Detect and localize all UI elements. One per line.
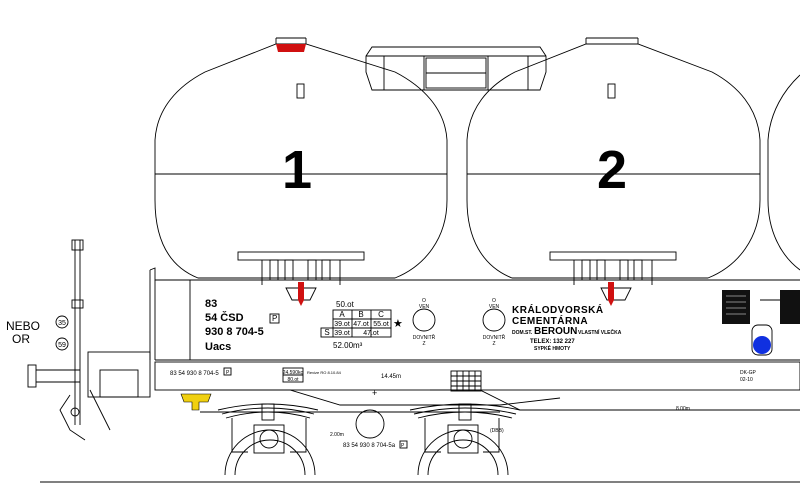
owner-dom-suffix: VLASTNÍ VLEČKA xyxy=(578,328,622,336)
load-row2-a: 39.ot xyxy=(334,330,350,337)
lamp-bracket xyxy=(751,324,773,356)
round-sign-2 xyxy=(55,337,69,351)
hopper-2-number: 2 xyxy=(597,140,627,200)
frame-p: P xyxy=(226,370,230,376)
valve-2-top2: VEN xyxy=(489,304,500,310)
plate-right-bottom: 02-10 xyxy=(740,377,753,383)
revision: Revize RO 8.10.84 xyxy=(307,370,342,375)
load-row1-a: 39.ot xyxy=(334,321,350,328)
wagon-id-line1: 83 xyxy=(205,298,217,310)
load-row2-b: 47.ot xyxy=(363,330,379,337)
wagon-id-line2: 54 ČSD xyxy=(205,311,244,324)
wagon-id-line3: 930 8 704-5 xyxy=(205,326,264,338)
hopper-1-number: 1 xyxy=(282,140,312,200)
underframe xyxy=(154,361,800,413)
frame-p-box xyxy=(223,367,232,376)
owner-cargo: SYPKÉ HMOTY xyxy=(534,344,571,352)
valve-1-bottom2: Z xyxy=(422,341,425,347)
load-header-a: A xyxy=(339,310,345,319)
tare-bottom: 80.ot xyxy=(287,377,299,383)
wheel-2 xyxy=(417,424,509,476)
load-top: 50.ot xyxy=(336,300,355,309)
valve-1-top1: O xyxy=(422,298,426,304)
catwalk-rail xyxy=(365,46,547,91)
load-row1-b: 47.ot xyxy=(353,321,369,328)
valve-indicator-2 xyxy=(482,308,506,332)
leaf-spring-1 xyxy=(217,403,319,421)
owner-dom-city: BEROUN xyxy=(534,326,577,337)
round-sign-2-text: 59 xyxy=(58,342,66,349)
dim-2m: 2.00m xyxy=(330,432,344,438)
buffer-assembly xyxy=(27,239,151,441)
valve-handle-red-1 xyxy=(276,44,306,52)
load-table-grid xyxy=(320,309,392,338)
bogie-number: 83 54 930 8 704-5a xyxy=(343,443,396,449)
load-header-c: C xyxy=(378,310,384,319)
leaf-spring-2 xyxy=(409,403,521,421)
owner-dom-prefix: DOM.ST. xyxy=(512,330,533,336)
side-label-or: OR xyxy=(12,332,30,346)
bogie-p-box xyxy=(399,440,408,449)
tare-top: 24.590kg xyxy=(283,370,304,376)
valve-handle-red-2 xyxy=(298,282,304,306)
load-row1-c: 55.ot xyxy=(373,321,389,328)
valve-1-top2: VEN xyxy=(419,304,430,310)
hook-yellow xyxy=(180,393,212,411)
label-plate-black-1 xyxy=(722,290,750,324)
load-volume: 52.00m³ xyxy=(333,341,363,350)
wagon-id-line4: Uacs xyxy=(205,341,231,353)
length-marker: 14.45m xyxy=(381,374,401,380)
wagon-body xyxy=(149,267,800,361)
plate-right-top: DK-GP xyxy=(740,370,757,376)
brake-cylinder xyxy=(355,409,385,439)
bogie-p: P xyxy=(401,443,405,449)
lamp-blue xyxy=(753,336,771,354)
hopper-1-shell xyxy=(154,37,448,285)
frame-plus: + xyxy=(372,388,377,398)
valve-1-bottom1: DOVNITŘ xyxy=(413,333,436,341)
load-row2-label: S xyxy=(324,328,329,337)
frame-number: 83 54 930 8 704-5 xyxy=(170,371,219,377)
round-sign-1 xyxy=(55,315,69,329)
owner-telex: TELEX: 132 227 xyxy=(530,339,575,345)
id-p-box xyxy=(269,313,280,324)
small-tag: (DBB) xyxy=(490,428,504,434)
owner-line2: CEMENTÁRNA xyxy=(512,314,588,327)
load-header-b: B xyxy=(358,310,363,319)
wagon-id-p: P xyxy=(272,314,277,323)
side-label-nebo: NEBO xyxy=(6,319,40,333)
hopper-3-partial xyxy=(767,74,800,271)
round-sign-1-text: 35 xyxy=(58,320,66,327)
hopper-2-shell xyxy=(466,37,761,285)
valve-2-bottom2: Z xyxy=(492,341,495,347)
wheel-1 xyxy=(224,424,316,476)
valve-handle-red-3 xyxy=(608,282,614,306)
owner-line1: KRÁLODVORSKÁ xyxy=(512,303,604,316)
valve-2-top1: O xyxy=(492,298,496,304)
load-star: ★ xyxy=(393,318,403,330)
valve-2-bottom1: DOVNITŘ xyxy=(483,333,506,341)
valve-indicator-1 xyxy=(412,308,436,332)
label-plate-black-2 xyxy=(780,290,800,324)
dim-8m: 8.00m xyxy=(676,406,690,412)
